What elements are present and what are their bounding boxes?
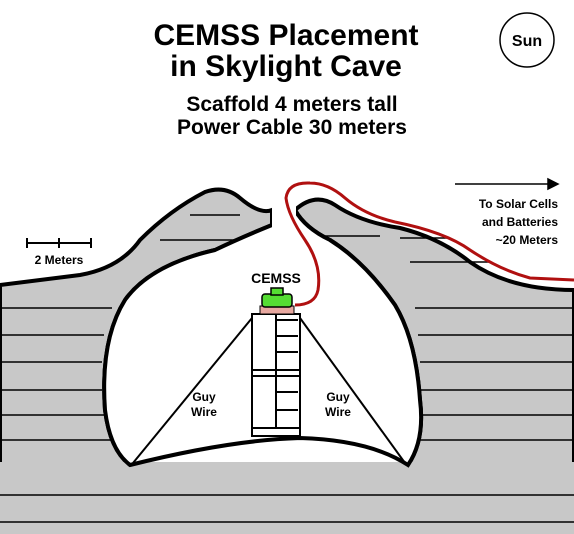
cave-floor	[129, 436, 409, 467]
power-cable	[284, 181, 574, 307]
cemss-device-top	[270, 287, 284, 296]
solar-note-line3: ~20 Meters	[496, 233, 559, 247]
cemss-device	[261, 293, 293, 308]
sun-label: Sun	[512, 33, 542, 50]
subtitle-line2: Power Cable 30 meters	[177, 116, 407, 139]
ground-rock	[0, 462, 574, 534]
scaffold	[251, 313, 301, 437]
guy-wire-right-line2: Wire	[325, 405, 351, 419]
scale-label: 2 Meters	[35, 253, 84, 267]
guy-wire-left-line1: Guy	[192, 390, 216, 404]
guy-wires	[132, 317, 406, 464]
guy-wire-right-line1: Guy	[326, 390, 350, 404]
guy-wire-left-line2: Wire	[191, 405, 217, 419]
sun-icon	[499, 12, 555, 68]
solar-arrow	[455, 177, 560, 191]
title-line1: CEMSS Placement	[153, 19, 418, 52]
solar-note-line1: To Solar Cells	[479, 197, 558, 211]
subtitle-line1: Scaffold 4 meters tall	[186, 93, 397, 116]
scale-bar	[26, 238, 92, 248]
solar-note-line2: and Batteries	[482, 215, 558, 229]
device-label: CEMSS	[251, 270, 301, 286]
title-line2: in Skylight Cave	[170, 50, 402, 83]
strata-lines	[0, 214, 574, 523]
skylight-opening	[272, 200, 296, 228]
